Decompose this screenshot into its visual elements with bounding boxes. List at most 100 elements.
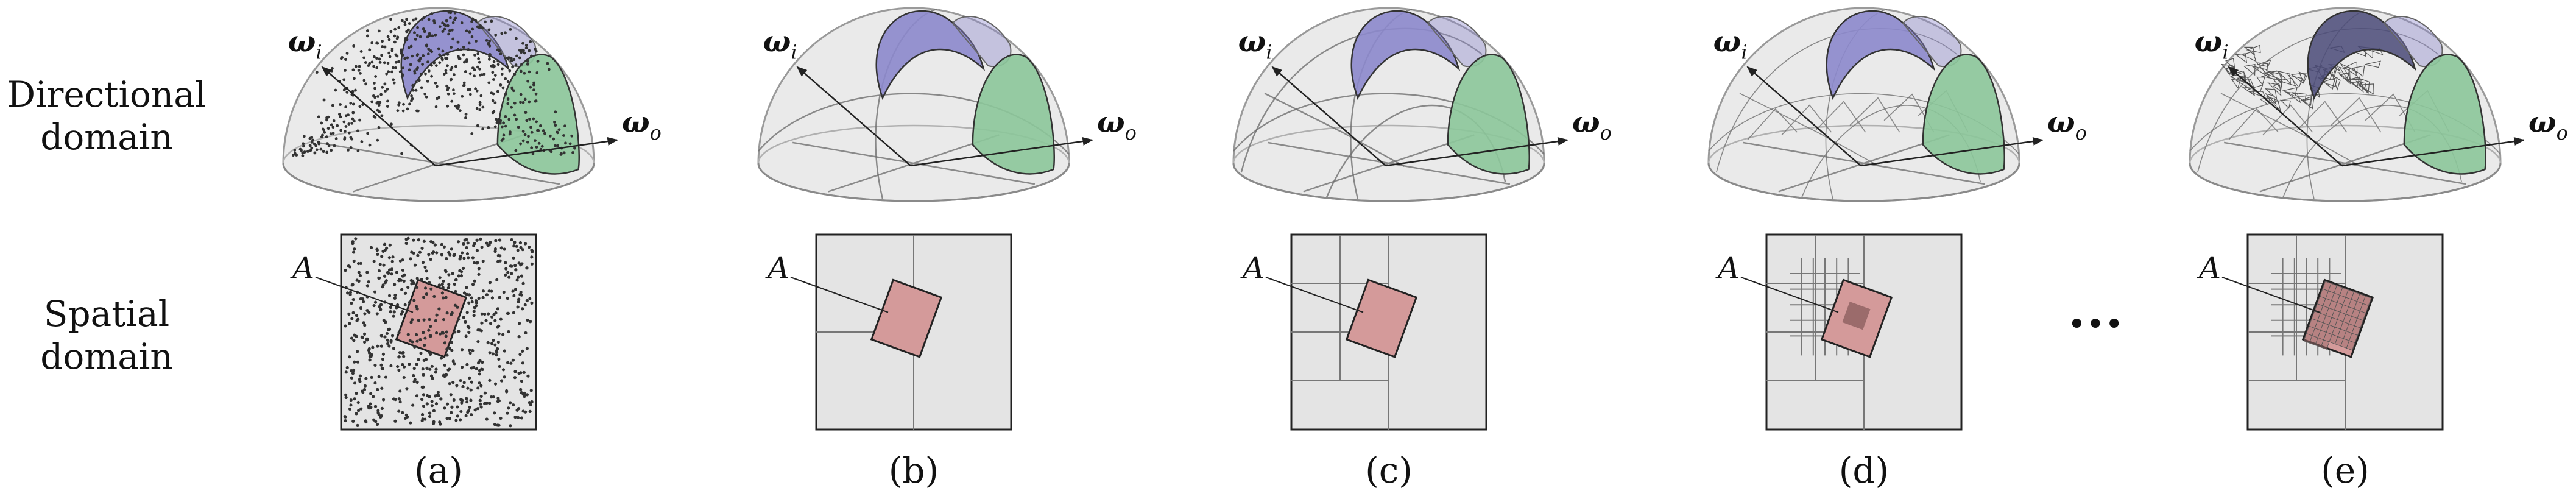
sample-dot xyxy=(439,356,443,360)
sample-dot xyxy=(392,310,396,314)
sample-dot xyxy=(387,51,391,55)
sample-dot xyxy=(408,102,411,106)
sample-dot xyxy=(403,57,407,60)
sample-dot xyxy=(359,261,362,265)
sample-dot xyxy=(534,92,538,96)
sample-dot xyxy=(344,69,347,72)
sample-dot xyxy=(512,311,515,314)
tree-grid-cell xyxy=(2355,76,2370,94)
sample-dot xyxy=(411,340,414,344)
sample-dot xyxy=(477,57,481,60)
sample-dot xyxy=(459,270,464,274)
sample-dot xyxy=(365,271,369,274)
sample-dot xyxy=(502,290,506,294)
tree-grid-cell xyxy=(2301,98,2315,110)
sample-dot xyxy=(466,241,470,245)
sample-dot xyxy=(415,307,419,311)
sample-dot xyxy=(524,111,528,115)
sample-dot xyxy=(325,135,328,139)
base-line xyxy=(353,134,524,193)
sample-dot xyxy=(468,93,472,96)
sample-dot xyxy=(381,285,384,289)
sample-dot xyxy=(484,20,487,24)
sample-dot xyxy=(528,118,531,121)
sample-dot xyxy=(493,319,497,322)
sample-dot xyxy=(422,54,425,57)
sample-dot xyxy=(450,99,454,103)
omega-in-symbol: ω xyxy=(288,24,316,58)
sample-dot xyxy=(525,266,529,270)
sample-dot xyxy=(530,400,534,404)
sample-dot xyxy=(344,419,347,423)
sample-dot xyxy=(420,86,423,90)
green-lobe xyxy=(1447,54,1530,175)
sample-dot xyxy=(406,107,409,111)
sample-dot xyxy=(397,103,400,107)
sample-dot xyxy=(373,381,377,385)
sample-dot xyxy=(483,391,487,395)
sample-dot xyxy=(481,26,484,30)
sample-dot xyxy=(461,384,465,389)
sample-dot xyxy=(526,374,530,378)
sample-dot xyxy=(378,57,381,61)
sample-dot xyxy=(303,150,306,154)
sample-dot xyxy=(506,411,509,415)
sample-dot xyxy=(389,339,393,342)
sample-dot xyxy=(478,101,482,104)
sample-dot xyxy=(472,310,476,313)
sample-dot xyxy=(556,144,559,147)
sample-dot xyxy=(418,250,422,254)
omega-out-symbol: ω xyxy=(1097,105,1125,140)
sample-dot xyxy=(461,94,464,98)
sample-dot xyxy=(453,303,457,307)
sample-dot xyxy=(521,349,524,353)
sample-dot xyxy=(398,351,402,355)
sample-dot xyxy=(480,321,484,325)
sample-dot xyxy=(438,420,442,424)
sample-dot xyxy=(409,44,413,48)
sample-dot xyxy=(421,261,425,264)
sample-dot xyxy=(357,271,361,274)
sample-dot xyxy=(390,70,393,74)
tree-grid-arc xyxy=(1739,93,1880,167)
sample-dot xyxy=(365,308,369,313)
sample-dot xyxy=(421,63,424,66)
hemisphere-base-front xyxy=(2189,163,2502,202)
omega-out-label: ωo xyxy=(2047,105,2087,144)
sample-dot xyxy=(468,72,472,76)
sample-dot xyxy=(485,417,489,421)
sample-dot xyxy=(471,17,475,21)
sample-dot xyxy=(485,38,489,42)
sample-dot xyxy=(456,40,460,44)
sample-dot xyxy=(476,328,480,332)
sample-dot xyxy=(529,126,532,129)
sample-dot xyxy=(351,419,355,423)
sample-dot xyxy=(478,67,481,71)
sample-dot xyxy=(467,409,471,412)
sample-dot xyxy=(367,405,370,408)
sample-dot xyxy=(512,89,515,93)
sample-dot xyxy=(392,81,396,85)
omega-out-arrow xyxy=(1385,137,1569,167)
sample-dot xyxy=(298,147,302,151)
sample-dot xyxy=(467,88,470,91)
sample-dot xyxy=(521,41,524,45)
sample-dot xyxy=(440,282,444,286)
sample-dot xyxy=(415,34,419,37)
sample-dot xyxy=(506,271,510,274)
sample-dot xyxy=(523,71,526,75)
sample-dot xyxy=(339,129,343,132)
sample-dot xyxy=(389,305,392,310)
sample-dot xyxy=(422,373,425,377)
sample-dot xyxy=(468,405,471,409)
sample-dot xyxy=(446,52,450,56)
sample-dot xyxy=(334,137,338,140)
sample-dot xyxy=(465,60,468,63)
sample-dot xyxy=(376,409,380,412)
sample-dot xyxy=(497,423,501,427)
sample-dot xyxy=(509,264,513,268)
sample-dot xyxy=(410,282,414,286)
sample-dot xyxy=(344,125,348,128)
sample-dot xyxy=(317,140,320,144)
sample-dot xyxy=(493,250,497,253)
